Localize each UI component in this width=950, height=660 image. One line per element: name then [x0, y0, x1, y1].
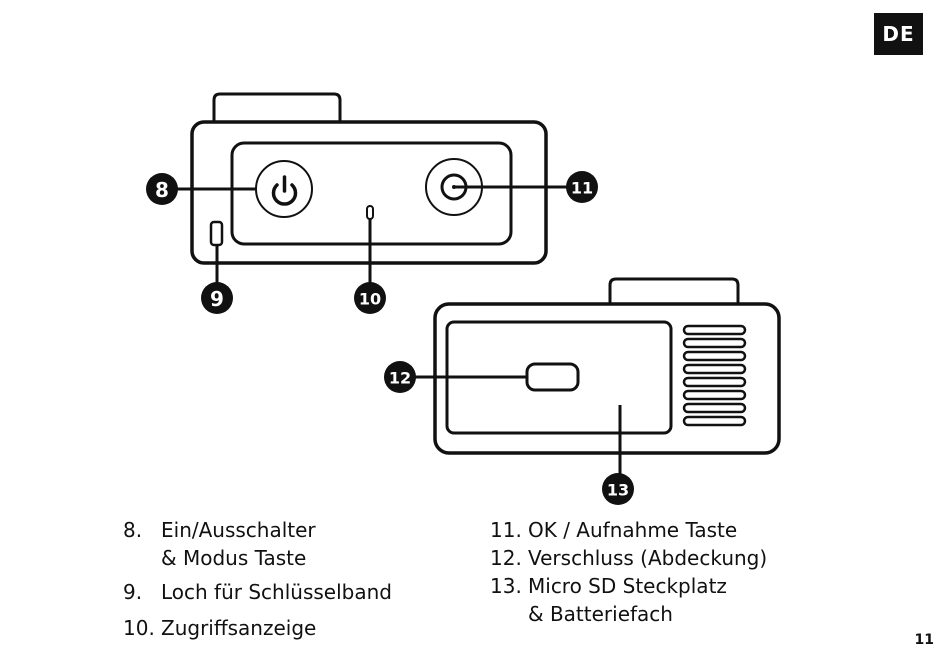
svg-text:13: 13: [607, 481, 629, 500]
legend-item-8: 8. Ein/Ausschalter & Modus Taste: [123, 516, 392, 572]
legend-number: 10.: [123, 616, 155, 640]
legend-left: 8. Ein/Ausschalter & Modus Taste 9. Loch…: [123, 516, 392, 642]
leader-lines: [170, 185, 622, 475]
lanyard-hole: [209, 220, 224, 247]
legend-item-9: 9. Loch für Schlüsselband: [123, 578, 392, 606]
camera-side-view: [433, 277, 781, 455]
power-icon: [271, 175, 298, 206]
legend-item-12: 12. Verschluss (Abdeckung): [490, 544, 767, 572]
side-mount-tab: [608, 277, 740, 304]
legend-text: Zugriffsanzeige: [161, 616, 317, 640]
legend-text: Verschluss (Abdeckung): [528, 546, 768, 570]
callout-badges: 8 9 10 11 12 13: [146, 171, 634, 505]
legend-number: 8.: [123, 518, 143, 542]
legend-text: Ein/Ausschalter: [161, 518, 316, 542]
side-body: [433, 302, 781, 455]
legend-text-continued: & Modus Taste: [161, 546, 307, 570]
legend-text: Loch für Schlüsselband: [161, 580, 392, 604]
legend-number: 13.: [490, 574, 522, 598]
camera-diagram: 8 9 10 11 12 13: [146, 92, 781, 505]
legend-item-13: 13. Micro SD Steckplatz & Batteriefach: [490, 572, 767, 628]
callout-9: 9: [201, 282, 233, 314]
legend-item-10: 10. Zugriffsanzeige: [123, 614, 392, 642]
svg-text:8: 8: [155, 178, 169, 202]
legend-text-continued: & Batteriefach: [528, 602, 673, 626]
legend-text: OK / Aufnahme Taste: [528, 518, 738, 542]
top-mount-tab: [212, 92, 342, 122]
callout-13: 13: [602, 473, 634, 505]
legend-text: Micro SD Steckplatz: [528, 574, 727, 598]
svg-text:11: 11: [571, 179, 593, 198]
legend-right: 11. OK / Aufnahme Taste 12. Verschluss (…: [490, 516, 767, 628]
svg-text:9: 9: [210, 287, 224, 311]
legend-item-11: 11. OK / Aufnahme Taste: [490, 516, 767, 544]
legend-number: 12.: [490, 546, 522, 570]
speaker-grille: [682, 324, 747, 427]
language-badge: DE: [874, 13, 923, 55]
svg-text:12: 12: [389, 369, 411, 388]
callout-8: 8: [146, 173, 178, 205]
legend-number: 11.: [490, 518, 522, 542]
callout-11: 11: [566, 171, 598, 203]
access-indicator: [366, 205, 374, 220]
sd-battery-compartment: [445, 320, 673, 435]
legend-number: 9.: [123, 580, 143, 604]
shutter-cover-latch: [525, 362, 580, 392]
callout-12: 12: [384, 361, 416, 393]
callout-10: 10: [354, 282, 386, 314]
page-number: 11: [914, 632, 934, 648]
svg-text:10: 10: [359, 290, 381, 309]
